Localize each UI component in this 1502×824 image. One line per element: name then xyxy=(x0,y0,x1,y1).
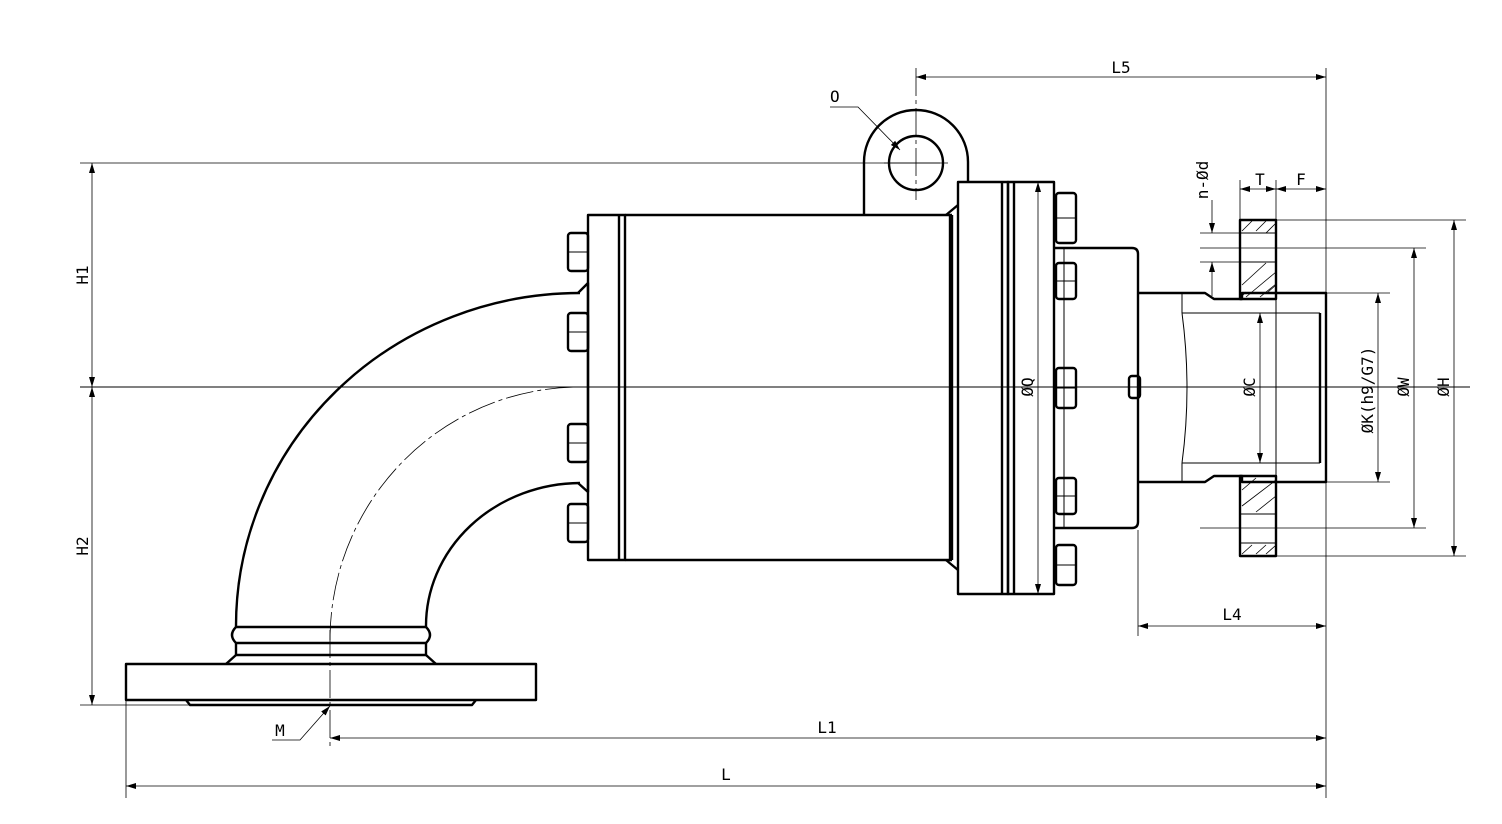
label-l: L xyxy=(721,765,731,784)
label-o: O xyxy=(830,87,840,106)
label-w: ØW xyxy=(1394,377,1413,397)
right-flanges xyxy=(956,180,1056,596)
label-f: F xyxy=(1296,170,1306,189)
label-l1: L1 xyxy=(817,718,836,737)
bottom-flange xyxy=(124,662,538,707)
label-h1: H1 xyxy=(73,265,92,284)
label-c: ØC xyxy=(1240,377,1259,396)
label-h2: H2 xyxy=(73,536,92,555)
label-m: M xyxy=(275,721,285,740)
label-t: T xyxy=(1255,170,1265,189)
dimension-lines xyxy=(80,68,1466,798)
label-q: ØQ xyxy=(1018,377,1037,396)
housing xyxy=(1054,246,1142,530)
bolts-right xyxy=(1054,191,1078,587)
label-l5: L5 xyxy=(1111,58,1130,77)
main-body xyxy=(577,204,959,571)
label-k: ØK(h9/G7) xyxy=(1358,347,1377,434)
label-l4: L4 xyxy=(1222,605,1241,624)
label-h: ØH xyxy=(1434,377,1453,396)
bolts-left xyxy=(566,231,590,544)
dimension-labels: L5 O H1 H2 n-Ød T F ØQ ØC ØK(h9/G7) ØW Ø… xyxy=(73,58,1453,784)
small-flange-section xyxy=(1238,218,1278,558)
elbow-pipe xyxy=(225,291,581,665)
label-nd: n-Ød xyxy=(1193,161,1212,200)
center-lines xyxy=(80,68,1470,750)
